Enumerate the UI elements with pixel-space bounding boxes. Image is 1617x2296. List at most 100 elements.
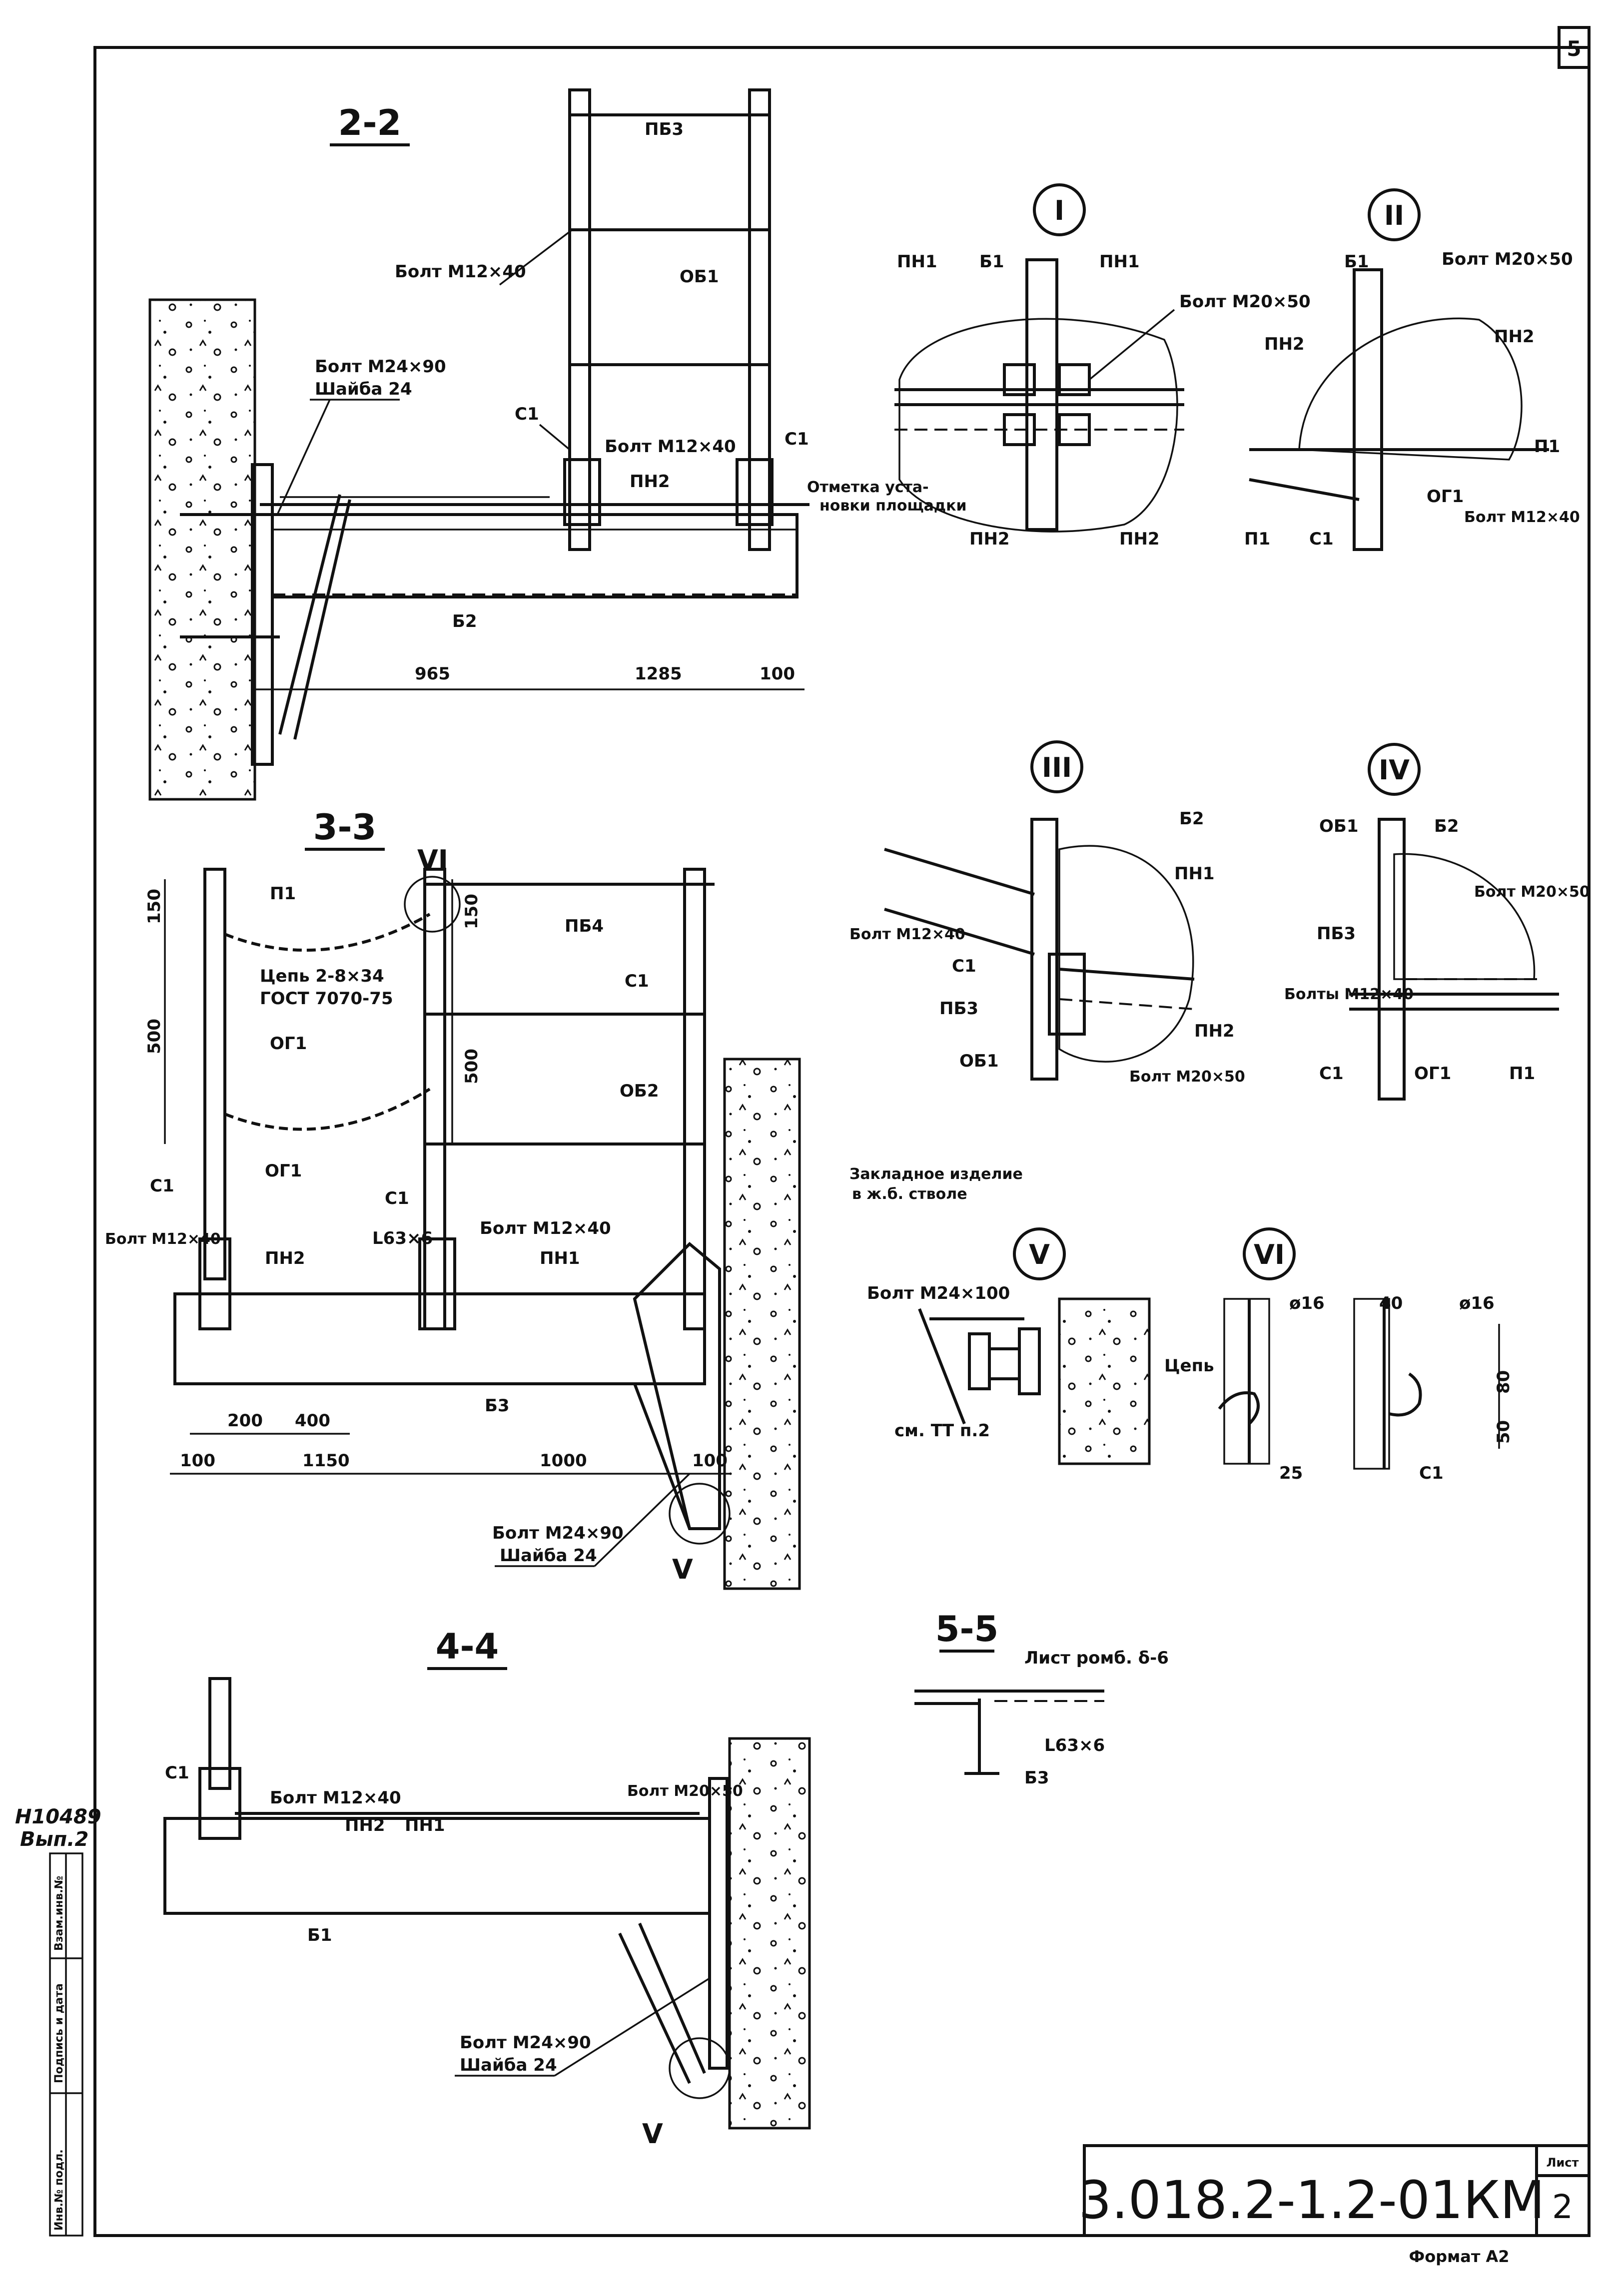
label-3-3-chain-2: ГОСТ 7070-75 (260, 989, 393, 1009)
node-vi-title: VI (1254, 1239, 1285, 1270)
section-5-5-title: 5-5 (935, 1609, 998, 1650)
label-2-2-pb3: ПБ3 (645, 119, 684, 139)
label-5-5-angle: L63×6 (1044, 1735, 1105, 1755)
label-node-iv-p1: П1 (1509, 1064, 1535, 1084)
section-3-3-title: 3-3 (313, 807, 376, 848)
label-node-vi-40: 40 (1379, 1293, 1403, 1313)
label-5-5-b3: Б3 (1024, 1768, 1049, 1788)
label-node-iv-og1: ОГ1 (1414, 1064, 1451, 1084)
node-v-title: V (1029, 1239, 1050, 1270)
sheet-label: Лист (1547, 2156, 1579, 2170)
dim-3-3-200: 200 (227, 1411, 263, 1431)
node-i: I ПН1 Б1 ПН1 Болт М20×50 ПН2 ПН2 (894, 183, 1311, 549)
label-4-4-pn1: ПН1 (405, 1815, 445, 1835)
label-4-4-b1: Б1 (307, 1925, 332, 1945)
label-node-ii-c1: С1 (1309, 529, 1334, 549)
label-3-3-c1a: С1 (150, 1176, 174, 1196)
label-node-iii-ob1: ОБ1 (959, 1051, 998, 1071)
dim-3-3-1150: 1150 (302, 1451, 350, 1471)
label-3-3-c1b: С1 (385, 1188, 409, 1208)
label-3-3-embedded-1: Закладное изделие (849, 1165, 1023, 1183)
label-3-3-p1: П1 (270, 884, 296, 904)
label-node-iii-b2: Б2 (1179, 809, 1204, 829)
dim-3-3-150b: 150 (462, 894, 482, 929)
label-4-4-callout-v: V (642, 2118, 663, 2150)
label-3-3-angle: L63×6 (372, 1228, 433, 1248)
label-2-2-c1b: С1 (785, 429, 809, 449)
label-node-ii-pn2b: ПН2 (1494, 327, 1535, 347)
label-node-iv-ob1: ОБ1 (1319, 816, 1358, 836)
label-3-3-pb4: ПБ4 (565, 916, 604, 936)
dim-2-2-965: 965 (415, 664, 450, 684)
node-ii-title: II (1384, 200, 1404, 231)
label-3-3-chain-1: Цепь 2-8×34 (260, 966, 384, 986)
label-node-iv-b2: Б2 (1434, 816, 1459, 836)
label-4-4-bolt-m20x50: Болт М20×50 (627, 1782, 743, 1800)
label-node-iii-pb3: ПБ3 (939, 999, 978, 1019)
label-node-iii-bolt-m20x50: Болт М20×50 (1129, 1068, 1245, 1086)
label-node-ii-p1a: П1 (1534, 437, 1560, 457)
label-node-iii-c1: С1 (952, 956, 976, 976)
label-node-vi-dia1: ø16 (1289, 1293, 1325, 1313)
label-3-3-pn2: ПН2 (265, 1248, 305, 1268)
section-4-4: 4-4 С1 Болт М12×40 ПН2 ПН1 Болт М20×50 Б… (163, 1626, 811, 2150)
callout-circle-vi (404, 876, 461, 933)
label-3-3-bolt-m24x90: Болт М24×90 (492, 1523, 624, 1543)
node-vi: VI ø16 Цепь 25 40 ø16 80 50 С1 (1164, 1227, 1514, 1483)
label-2-2-pn2: ПН2 (630, 472, 670, 492)
label-node-iv-pb3: ПБ3 (1317, 924, 1356, 944)
dim-2-2-100: 100 (760, 664, 795, 684)
label-3-3-ob2: ОБ2 (620, 1081, 659, 1101)
sheet-frame: 5 Инв.№ подл. Подпись и дата Взам.инв.№ … (15, 26, 1591, 2266)
label-node-vi-50: 50 (1494, 1420, 1514, 1444)
issue-number: Вып.2 (20, 1828, 88, 1851)
section-2-2-title: 2-2 (338, 102, 401, 143)
callout-circle-v-4-4 (669, 2037, 731, 2099)
label-2-2-bolt-m12x40: Болт М12×40 (395, 262, 526, 282)
label-2-2-washer: Шайба 24 (315, 379, 412, 399)
label-node-ii-bolt-m20x50: Болт М20×50 (1442, 249, 1573, 269)
label-node-ii-bolt-m12x40: Болт М12×40 (1464, 509, 1580, 526)
sheet-number: 2 (1552, 2188, 1573, 2226)
label-node-iii-pn1: ПН1 (1174, 864, 1215, 884)
label-4-4-c1: С1 (165, 1763, 189, 1783)
node-ii: II Б1 Болт М20×50 ПН2 ПН2 П1 ОГ1 Болт М1… (1244, 188, 1580, 551)
dim-3-3-500b: 500 (462, 1049, 482, 1084)
node-iii-title: III (1042, 752, 1072, 783)
section-3-3: 3-3 VI V П1 Цепь 2-8×34 ГОСТ 7070-75 ОГ1… (105, 807, 1023, 1590)
label-node-v-see: см. ТТ п.2 (894, 1421, 990, 1441)
archive-number: Н10489 (15, 1805, 101, 1828)
label-node-v-bolt-m24x100: Болт М24×100 (867, 1283, 1010, 1303)
label-node-i-bolt-m20x50: Болт М20×50 (1179, 292, 1311, 312)
label-2-2-bolt-m24x90: Болт М24×90 (315, 357, 446, 377)
label-4-4-washer: Шайба 24 (460, 2055, 557, 2075)
label-2-2-c1a: С1 (515, 404, 539, 424)
label-3-3-callout-v: V (672, 1554, 693, 1585)
label-3-3-bolt-m12x40a: Болт М12×40 (105, 1230, 221, 1248)
label-node-iv-bolts-m12x40: Болты М12×40 (1284, 986, 1414, 1003)
label-node-i-pn2a: ПН2 (969, 529, 1010, 549)
node-iv: IV ОБ1 Б2 Болт М20×50 ПБ3 Болты М12×40 С… (1284, 743, 1590, 1101)
dim-3-3-100a: 100 (180, 1451, 215, 1471)
section-5-5: 5-5 Лист ромб. δ-6 L63×6 Б3 (914, 1609, 1169, 1788)
label-2-2-ob1: ОБ1 (680, 267, 719, 287)
label-node-ii-b1: Б1 (1344, 252, 1369, 272)
label-2-2-b2: Б2 (452, 611, 477, 631)
dim-2-2-1285: 1285 (635, 664, 682, 684)
label-node-i-pn2b: ПН2 (1119, 529, 1160, 549)
node-i-title: I (1054, 195, 1064, 226)
label-node-vi-chain: Цепь (1164, 1356, 1214, 1376)
label-node-iv-bolt-m20x50: Болт М20×50 (1474, 883, 1590, 901)
label-3-3-embedded-2: в ж.б. стволе (852, 1185, 967, 1203)
section-4-4-title: 4-4 (436, 1626, 499, 1667)
dim-3-3-150a: 150 (144, 889, 164, 924)
stamp-signature: Подпись и дата (53, 1983, 65, 2083)
label-node-vi-c1: С1 (1419, 1463, 1444, 1483)
label-3-3-og1b: ОГ1 (265, 1161, 302, 1181)
section-2-2: 2-2 ПБ3 Болт М12×40 ОБ1 Болт М24×90 Шайб… (148, 88, 966, 801)
stamp-replace-inv: Взам.инв.№ (53, 1876, 65, 1951)
label-2-2-mark-1: Отметка уста- (807, 479, 929, 496)
label-node-vi-dia2: ø16 (1459, 1293, 1495, 1313)
label-node-ii-p1b: П1 (1244, 529, 1270, 549)
